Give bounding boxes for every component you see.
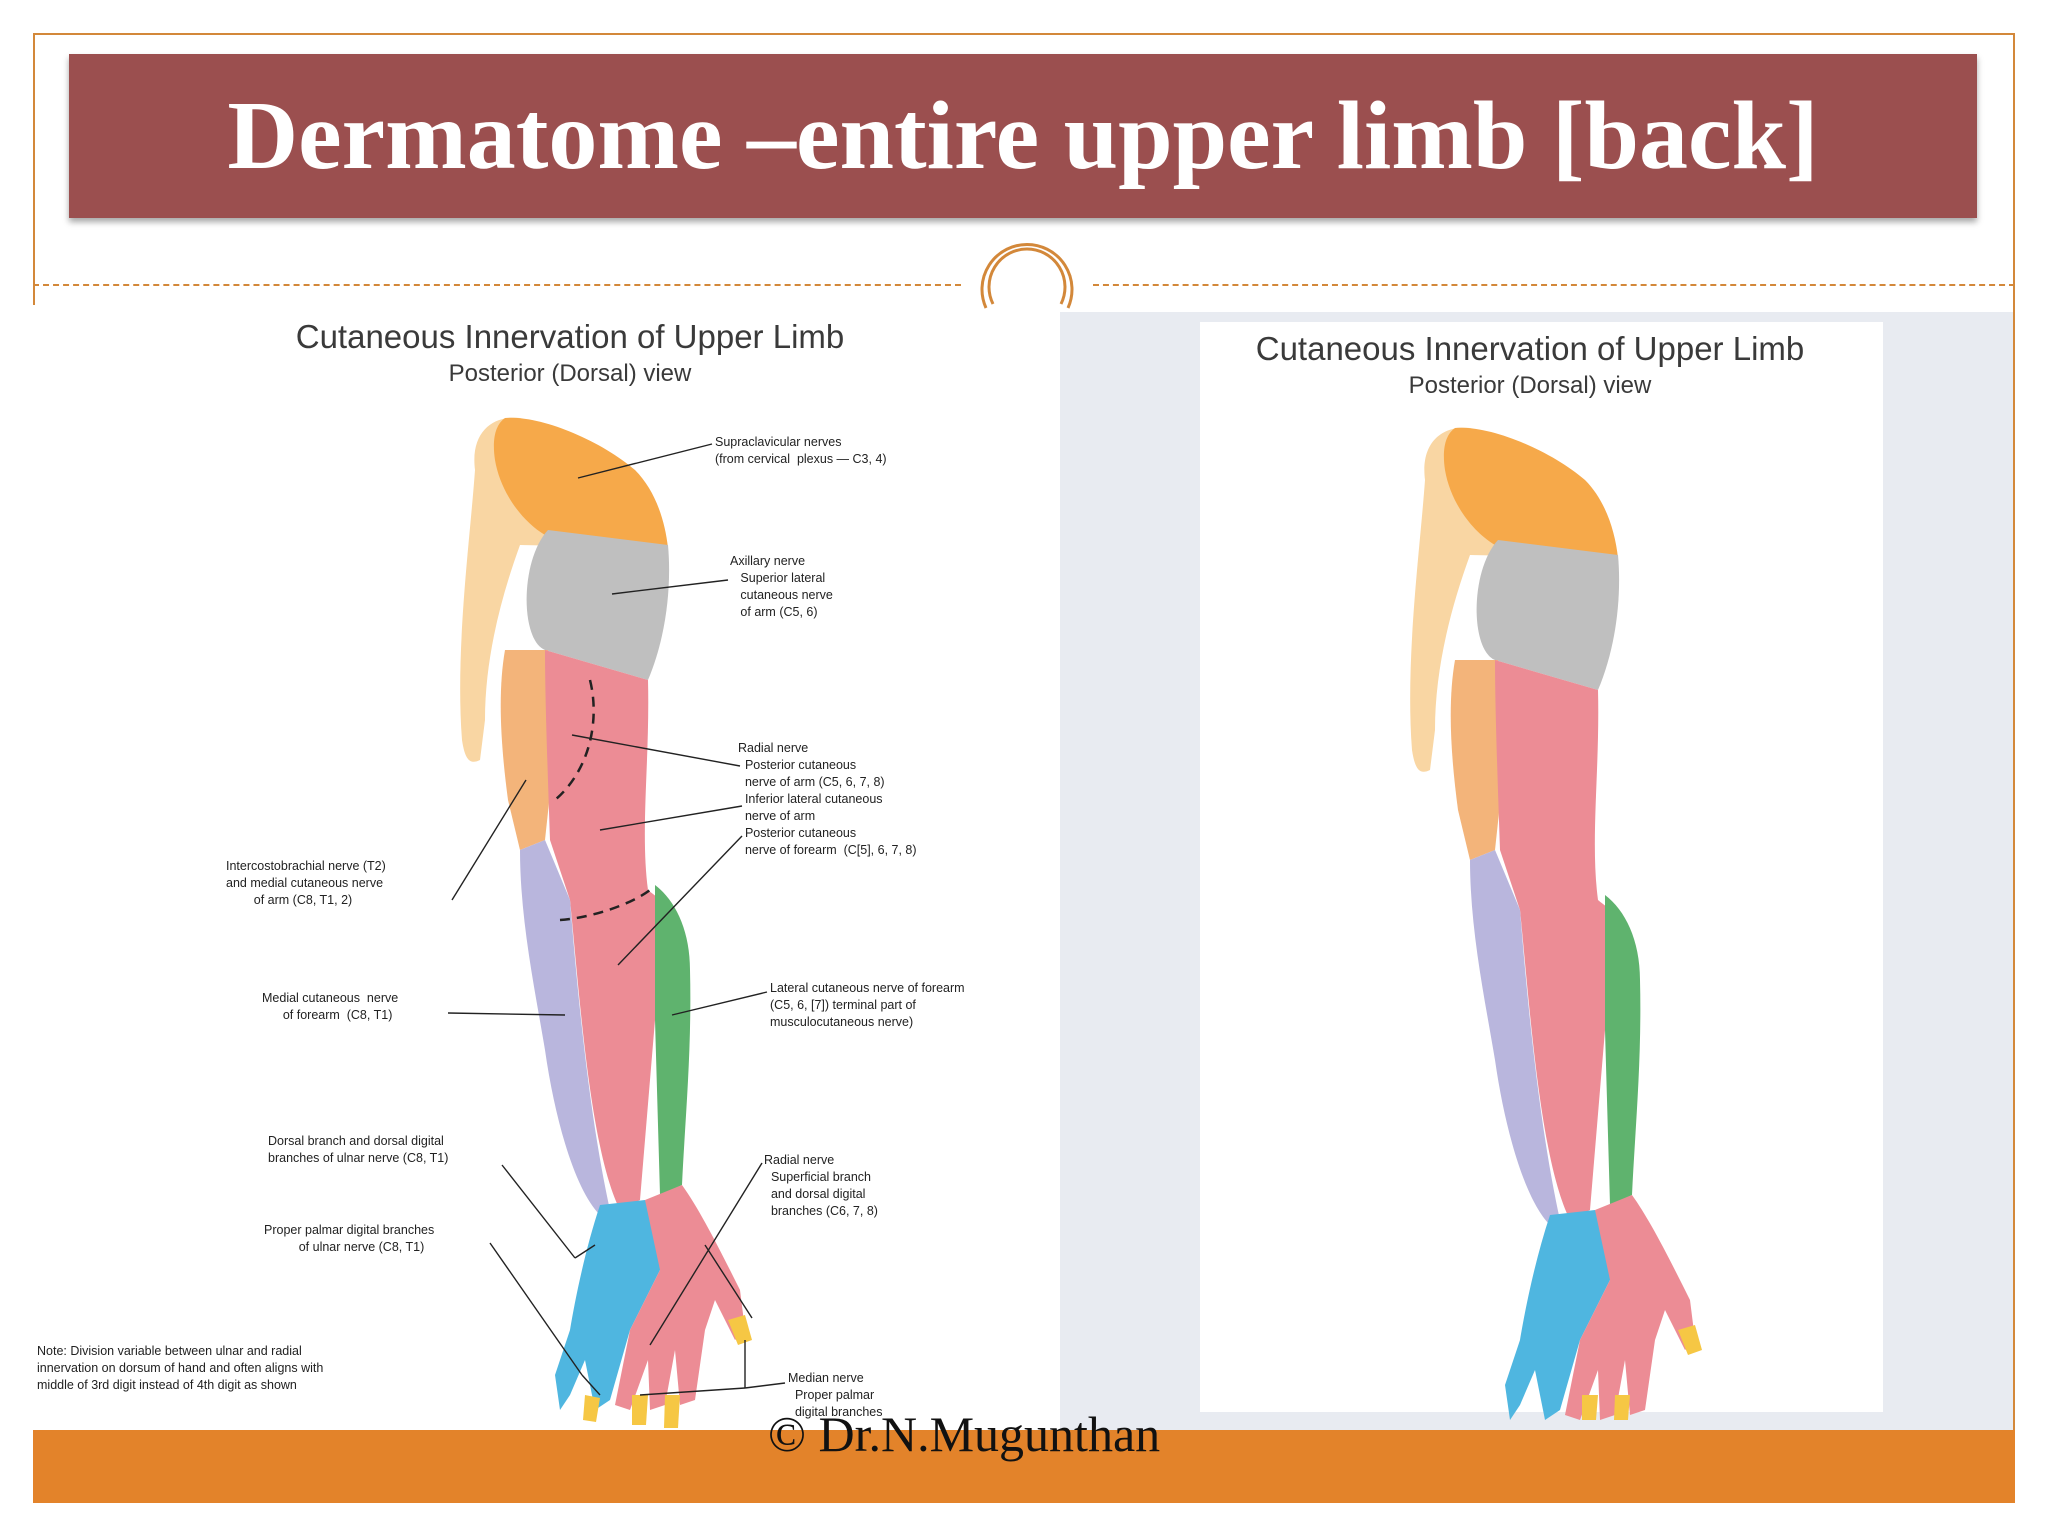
label-note: Note: Division variable between ulnar an… <box>37 1344 324 1392</box>
divider-left <box>33 284 961 286</box>
leader-line <box>649 1162 763 1346</box>
slide-title: Dermatome –entire upper limb [back] <box>227 82 1819 190</box>
leader-line <box>611 579 729 595</box>
leader-line <box>617 835 743 966</box>
divider-right <box>1093 284 2015 286</box>
label-radial-superficial-branch: Radial nerve Superficial branch and dors… <box>764 1153 878 1218</box>
leader-line <box>451 779 527 901</box>
boundary-dashed-line <box>559 888 651 922</box>
leader-line <box>501 1164 576 1259</box>
label-intercostobrachial-nerve: Intercostobrachial nerve (T2) and medial… <box>226 859 386 907</box>
label-lateral-cutaneous-forearm: Lateral cutaneous nerve of forearm (C5, … <box>770 981 965 1029</box>
leader-line <box>639 1387 746 1396</box>
radial-region <box>1495 660 1622 1220</box>
leader-line <box>744 1382 786 1389</box>
leader-line <box>577 443 713 479</box>
label-medial-cutaneous-forearm: Medial cutaneous nerve of forearm (C8, T… <box>262 991 399 1022</box>
axillary-region <box>1476 540 1620 690</box>
leader-line <box>599 805 743 831</box>
label-radial-nerve: Radial nerve Posterior cutaneous nerve o… <box>738 741 917 857</box>
leader-line <box>704 1244 753 1319</box>
label-palmar-digital-ulnar: Proper palmar digital branches of ulnar … <box>264 1223 435 1254</box>
axillary-region <box>526 530 670 680</box>
median-fingertip <box>728 1315 752 1345</box>
right-figure-subtitle: Posterior (Dorsal) view <box>1408 372 1652 399</box>
label-supraclavicular-nerves: Supraclavicular nerves (from cervical pl… <box>715 435 887 466</box>
leader-line <box>581 1374 601 1396</box>
supraclavicular-region <box>1443 427 1618 558</box>
medial-cutaneous-region <box>1470 850 1560 1225</box>
decorative-ring <box>980 243 1074 309</box>
medial-cutaneous-region <box>520 840 610 1215</box>
median-fingertip <box>664 1395 680 1428</box>
median-fingertip <box>1678 1325 1702 1355</box>
left-arm-leader-lines <box>447 443 786 1396</box>
label-median-nerve: Median nerve Proper palmar digital branc… <box>788 1371 883 1419</box>
ulnar-hand-region <box>555 1200 665 1410</box>
leader-line <box>574 1244 596 1259</box>
ulnar-hand-region <box>1505 1210 1615 1420</box>
left-arm-regions <box>460 417 752 1428</box>
title-bar: Dermatome –entire upper limb [back] <box>69 54 1977 218</box>
right-arm-regions <box>1410 427 1702 1420</box>
intercostobrachial-region <box>1450 660 1510 860</box>
leader-line <box>571 734 741 767</box>
leader-line <box>489 1242 583 1376</box>
leader-line <box>671 991 768 1016</box>
label-dorsal-ulnar-branches: Dorsal branch and dorsal digital branche… <box>268 1134 449 1165</box>
supraclavicular-region <box>493 417 668 548</box>
right-figure-title: Cutaneous Innervation of Upper Limb <box>1255 330 1805 367</box>
lateral-cutaneous-region <box>655 885 691 1195</box>
radial-region <box>545 650 672 1210</box>
median-fingertip <box>632 1395 648 1425</box>
left-figure-title: Cutaneous Innervation of Upper Limb <box>295 318 845 355</box>
copyright-text: © Dr.N.Mugunthan <box>768 1406 1161 1462</box>
bottom-accent-bar <box>33 1430 2015 1503</box>
intercostobrachial-region <box>500 650 560 850</box>
radial-hand-region <box>1565 1195 1695 1420</box>
median-fingertip <box>583 1395 600 1422</box>
lateral-cutaneous-region <box>1605 895 1641 1205</box>
left-figure-subtitle: Posterior (Dorsal) view <box>448 360 692 387</box>
median-fingertip <box>1582 1395 1598 1420</box>
median-fingertip <box>1614 1395 1630 1420</box>
label-axillary-nerve: Axillary nerve Superior lateral cutaneou… <box>730 554 833 619</box>
leader-line <box>447 1012 566 1016</box>
